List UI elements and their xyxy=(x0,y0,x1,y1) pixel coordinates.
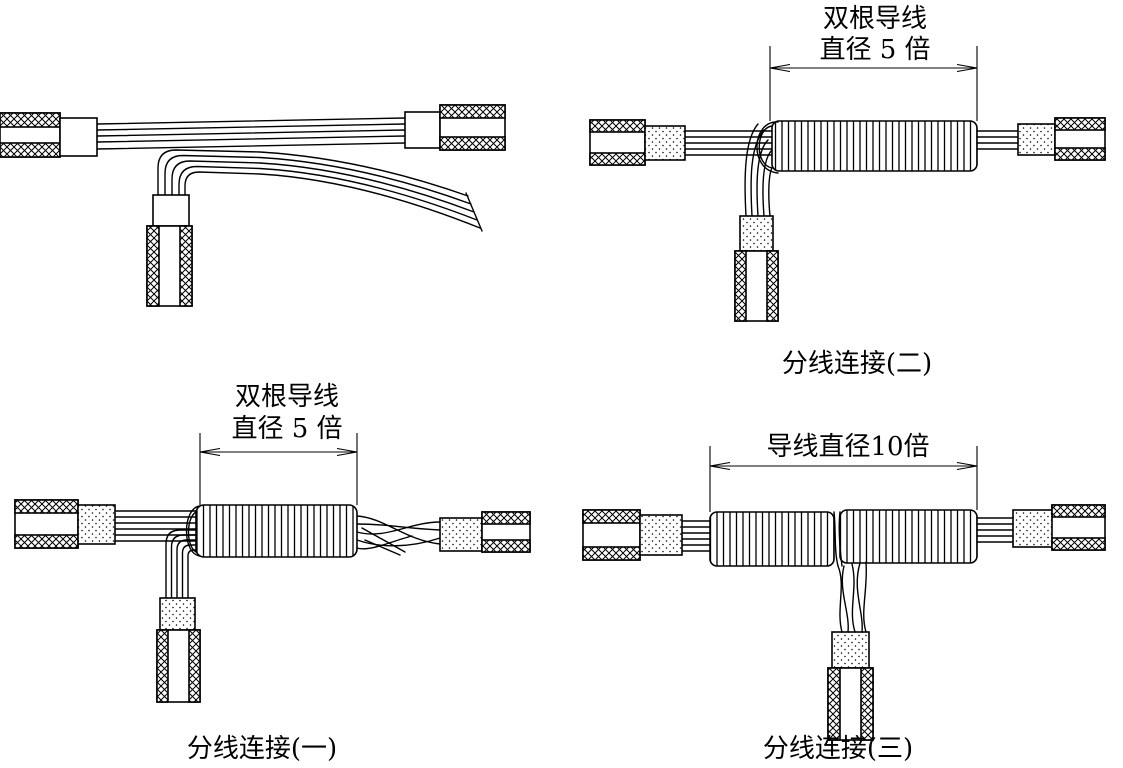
insulation-hatch-bottom xyxy=(1054,147,1106,161)
binding-coil xyxy=(195,504,358,558)
main-right-strands xyxy=(976,517,1014,543)
main-right-insulation xyxy=(1051,504,1106,551)
main-right-twisted-strands xyxy=(356,515,441,550)
main-left-insulation xyxy=(589,119,646,166)
branch-sleeve xyxy=(152,194,190,227)
insulation-hatch-top xyxy=(481,511,531,525)
binding-coil-right xyxy=(839,509,978,564)
panel-branch-joint-1: 双根导线 直径 5 倍 分线连接(一) xyxy=(14,382,531,764)
insulation-hatch-bottom xyxy=(439,136,506,151)
branch-sleeve xyxy=(159,597,196,631)
branch-conductor-strands xyxy=(837,561,868,633)
branch-sleeve xyxy=(831,631,870,669)
insulation-hatch-top xyxy=(439,104,506,119)
panel-preparation xyxy=(0,104,506,307)
main-right-insulation xyxy=(481,511,531,553)
insulation-hatch-top xyxy=(589,119,646,133)
dimension-extension-lines xyxy=(199,433,358,505)
dimension-label-line1: 双根导线 xyxy=(235,382,339,412)
insulation-hatch-bottom xyxy=(14,534,79,549)
branch-insulation xyxy=(827,667,874,741)
insulation-hatch-bottom xyxy=(582,546,641,561)
main-right-sleeve xyxy=(1012,509,1054,548)
insulation-hatch-bottom xyxy=(589,152,646,166)
main-left-insulation xyxy=(582,509,641,561)
main-left-strands xyxy=(684,130,777,156)
branch-strand-tails xyxy=(361,527,406,556)
dimension-label-line2: 直径 5 倍 xyxy=(819,35,930,65)
branch-strand-cut-end xyxy=(465,192,483,232)
main-right-sleeve xyxy=(439,517,483,552)
main-left-sleeve xyxy=(77,504,116,545)
panel-branch-joint-3: 导线直径10倍 分线连接(三) xyxy=(582,432,1106,764)
binding-coil xyxy=(771,120,978,172)
main-right-sleeve xyxy=(1017,123,1056,156)
main-right-sleeve xyxy=(404,111,441,149)
insulation-hatch-bottom xyxy=(0,142,61,158)
branch-sleeve xyxy=(739,215,774,252)
junction-strands xyxy=(833,511,843,567)
dimension-extension-lines xyxy=(709,446,978,512)
insulation-hatch-top xyxy=(14,499,79,514)
insulation-hatch-right xyxy=(179,225,193,307)
insulation-hatch-top xyxy=(1054,117,1106,131)
panel-caption: 分线连接(一) xyxy=(187,734,337,764)
main-left-insulation xyxy=(14,499,79,549)
insulation-hatch-top xyxy=(1051,504,1106,518)
branch-conductor-strands xyxy=(744,123,775,217)
main-right-strands xyxy=(976,130,1019,150)
main-left-insulation xyxy=(0,112,61,158)
panel-caption: 分线连接(三) xyxy=(763,734,913,764)
panel-branch-joint-2: 双根导线 直径 5 倍 分线连接(二) xyxy=(589,4,1106,379)
insulation-hatch-bottom xyxy=(1051,537,1106,551)
insulation-hatch-top xyxy=(582,509,641,524)
main-left-strands xyxy=(681,520,713,552)
branch-insulation xyxy=(156,629,201,703)
dimension-label-line2: 直径 5 倍 xyxy=(231,414,342,444)
insulation-hatch-left xyxy=(146,225,160,307)
dimension-extension-lines xyxy=(769,46,978,121)
insulation-hatch-bottom xyxy=(481,539,531,553)
main-conductor-strands xyxy=(96,117,406,150)
insulation-hatch-left xyxy=(156,629,169,703)
branch-insulation xyxy=(146,225,193,307)
branch-insulation xyxy=(734,250,779,322)
main-left-sleeve xyxy=(59,117,98,157)
dimension-label: 导线直径10倍 xyxy=(766,432,929,462)
main-left-sleeve xyxy=(639,514,683,556)
coil-wrap-loop xyxy=(185,505,201,557)
main-left-strands xyxy=(114,510,199,542)
branch-conductor-strands xyxy=(165,529,201,599)
main-right-insulation xyxy=(439,104,506,151)
main-left-sleeve xyxy=(644,125,686,161)
binding-coil-left xyxy=(709,511,835,567)
branch-conductor-strands xyxy=(157,149,481,229)
panel-caption: 分线连接(二) xyxy=(782,349,932,379)
coil-wrap-loop xyxy=(756,121,779,174)
insulation-hatch-left xyxy=(827,667,841,741)
insulation-hatch-right xyxy=(188,629,201,703)
insulation-hatch-left xyxy=(734,250,747,322)
insulation-hatch-right xyxy=(766,250,779,322)
insulation-hatch-top xyxy=(0,112,61,128)
main-right-insulation xyxy=(1054,117,1106,161)
insulation-hatch-right xyxy=(860,667,874,741)
dimension-label-line1: 双根导线 xyxy=(823,4,927,34)
